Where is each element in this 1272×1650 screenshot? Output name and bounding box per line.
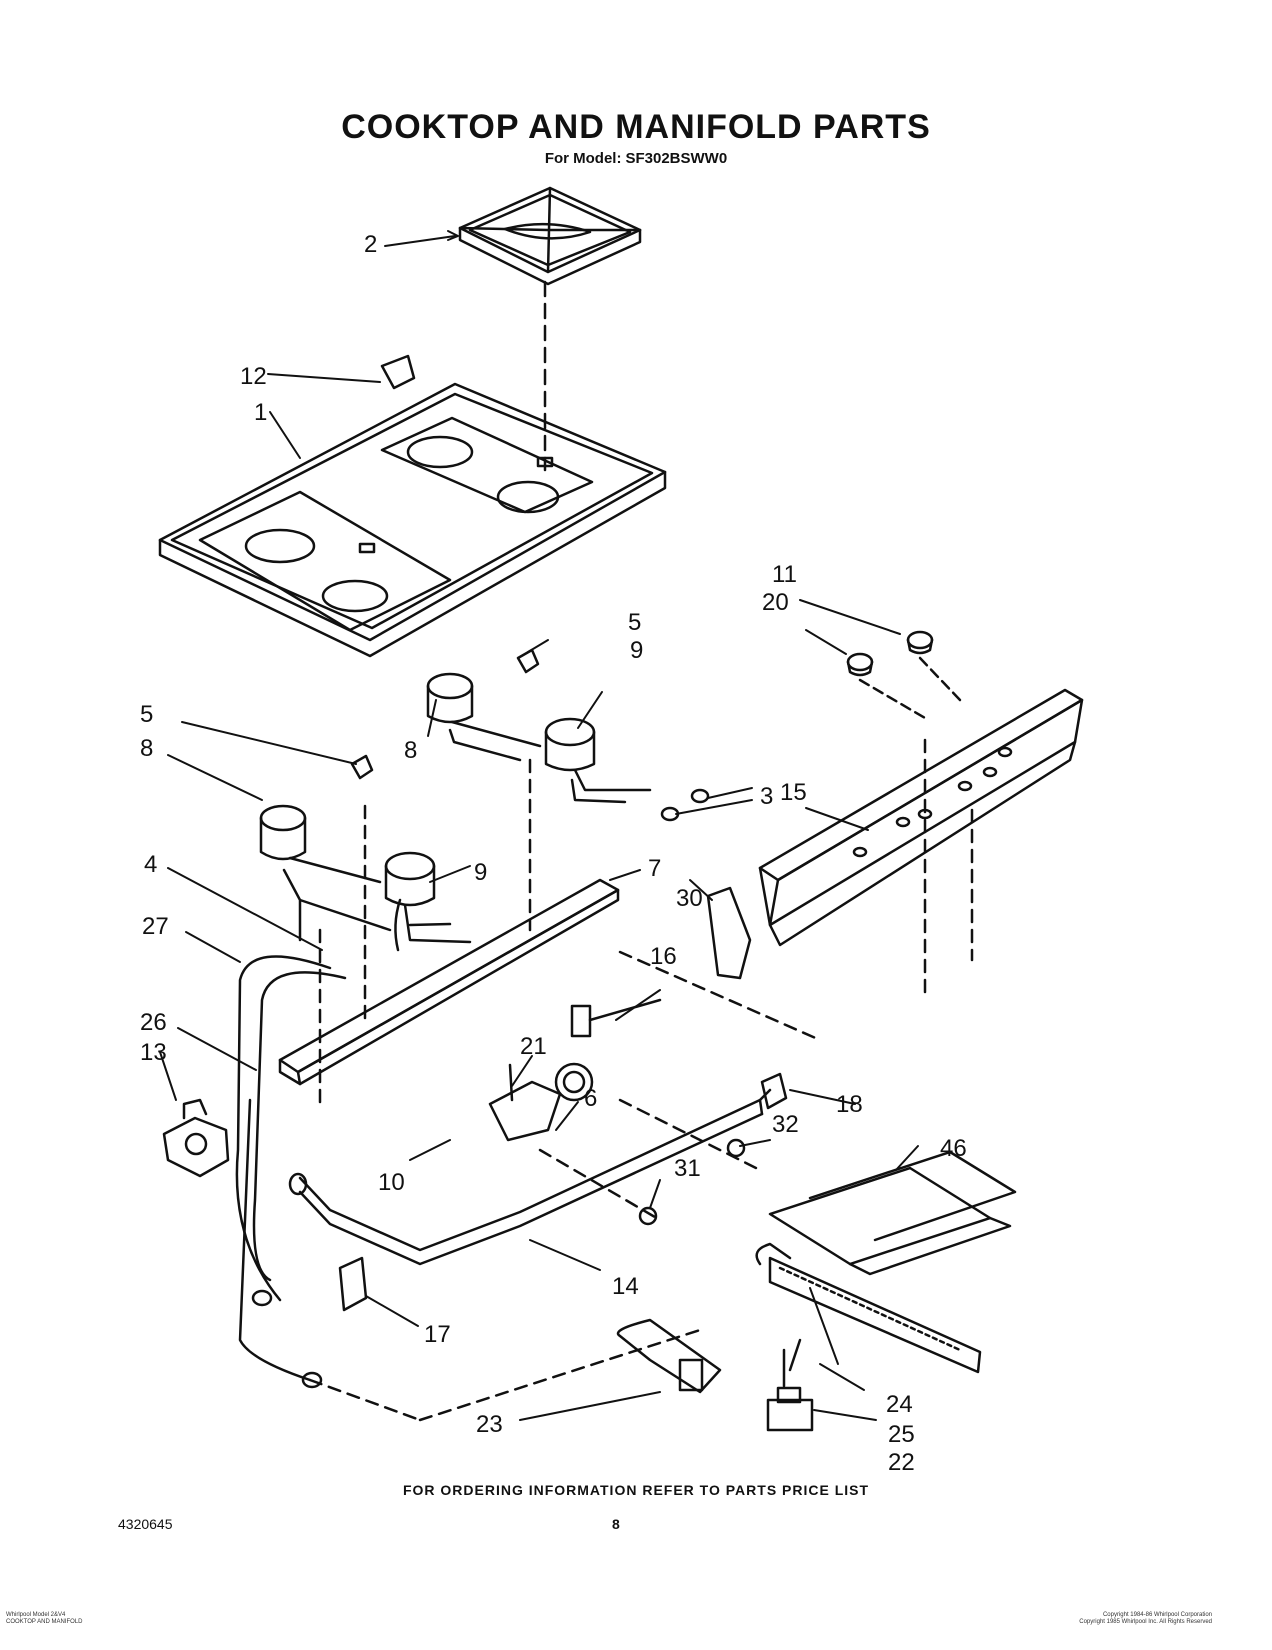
callout-12: 12 [240,363,267,390]
callout-46: 46 [940,1135,967,1162]
callout-15: 15 [780,779,807,806]
callout-14: 14 [612,1273,639,1300]
left-burner-assembly [259,804,472,952]
bracket [760,1072,788,1110]
callout-6: 6 [584,1085,597,1112]
callout-21: 21 [520,1033,547,1060]
model-subtitle: For Model:SF302BSWW0 [0,150,1272,167]
callout-8: 8 [404,737,417,764]
thermostat-valve [488,998,662,1142]
fine-print-right: Copyright 1984-86 Whirlpool Corporation … [1079,1612,1212,1625]
callout-9: 9 [474,859,487,886]
callout-26: 26 [140,1009,167,1036]
heat-shield [768,1150,1017,1276]
callout-23: 23 [476,1411,503,1438]
knob [846,652,874,677]
right-burner-assembly [426,672,652,804]
callout-25: 25 [888,1421,915,1448]
screw [638,1206,658,1226]
spring-clip [516,648,540,674]
manifold-pipe [288,1088,772,1266]
callout-16: 16 [650,943,677,970]
callout-2: 2 [364,231,377,258]
callout-32: 32 [772,1111,799,1138]
callout-10: 10 [378,1169,405,1196]
page-title: COOKTOP AND MANIFOLD PARTS [341,108,931,146]
igniter [616,1318,722,1394]
burner-grate [458,186,642,286]
cooktop-panel [158,382,667,658]
callout-17: 17 [424,1321,451,1348]
callout-30: 30 [676,885,703,912]
callout-22: 22 [888,1449,915,1476]
document-number: 4320645 [118,1516,173,1532]
callout-11: 11 [772,561,797,588]
callout-27: 27 [142,913,169,940]
bracket [338,1256,368,1312]
fine-print-left: Whirlpool Model 2&V4 COOKTOP AND MANIFOL… [6,1612,83,1625]
spring-clip [350,754,374,780]
callout-18: 18 [836,1091,863,1118]
safety-valve [766,1338,814,1432]
bracket [380,354,416,390]
callout-4: 4 [144,851,157,878]
callout-3: 3 [760,783,773,810]
callout-13: 13 [140,1039,167,1066]
tubing [235,955,332,1302]
oven-burner [755,1242,982,1374]
callout-9: 9 [630,637,643,664]
pressure-regulator [162,1098,230,1178]
model-number: SF302BSWW0 [625,150,728,167]
model-label: For Model: [544,150,622,167]
tubing [252,971,347,1282]
tubing [238,1098,312,1382]
callout-1: 1 [254,399,267,426]
callout-24: 24 [886,1391,913,1418]
callout-5: 5 [140,701,153,728]
screw [726,1138,746,1158]
manifold-panel [758,688,1084,947]
callout-5: 5 [628,609,641,636]
knob [906,630,934,655]
callout-7: 7 [648,855,661,882]
callout-20: 20 [762,589,789,616]
page-number: 8 [612,1516,620,1532]
callout-8: 8 [140,735,153,762]
burner-support-bar [278,878,620,1086]
bracket [706,886,752,980]
callout-31: 31 [674,1155,701,1182]
ordering-note: FOR ORDERING INFORMATION REFER TO PARTS … [402,1482,870,1498]
